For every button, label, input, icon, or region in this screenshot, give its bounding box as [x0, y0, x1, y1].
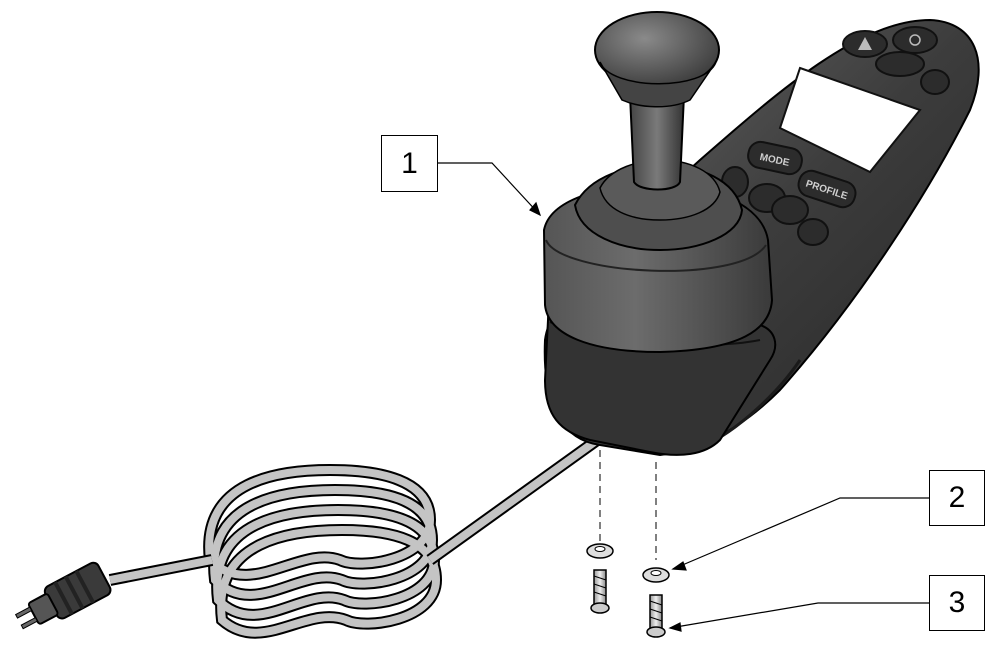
screw: [590, 569, 610, 614]
speed-button[interactable]: [875, 51, 925, 77]
callout-3: 3: [929, 575, 985, 631]
cable-connector: [14, 561, 112, 630]
display-screen: [778, 66, 922, 174]
cable-run: [108, 433, 604, 586]
callout-2: 2: [929, 470, 985, 526]
joystick-stick: [594, 11, 720, 191]
mounting-lines: [599, 450, 657, 560]
leader-line-3: [669, 602, 929, 629]
callout-3-label: 3: [948, 586, 966, 619]
washer: [586, 543, 614, 559]
callout-1-label: 1: [401, 146, 418, 180]
joystick-boot: [542, 159, 774, 354]
hazard-icon: [858, 37, 872, 50]
profile-button[interactable]: PROFILE: [795, 168, 858, 211]
horn-icon-button[interactable]: [920, 69, 950, 95]
speed-up-button[interactable]: [771, 195, 809, 225]
leader-line-2: [672, 497, 929, 570]
washer: [642, 567, 670, 583]
leader-line-1: [438, 162, 541, 216]
right-indicator-button[interactable]: [797, 218, 829, 246]
power-icon: [909, 34, 921, 46]
leader-lines: [438, 162, 929, 632]
callout-1: 1: [381, 135, 438, 192]
screw: [646, 594, 666, 638]
cable-coil: [203, 463, 443, 639]
mode-button[interactable]: MODE: [746, 140, 804, 177]
callout-2-label: 2: [948, 481, 966, 514]
power-button[interactable]: [892, 26, 938, 54]
